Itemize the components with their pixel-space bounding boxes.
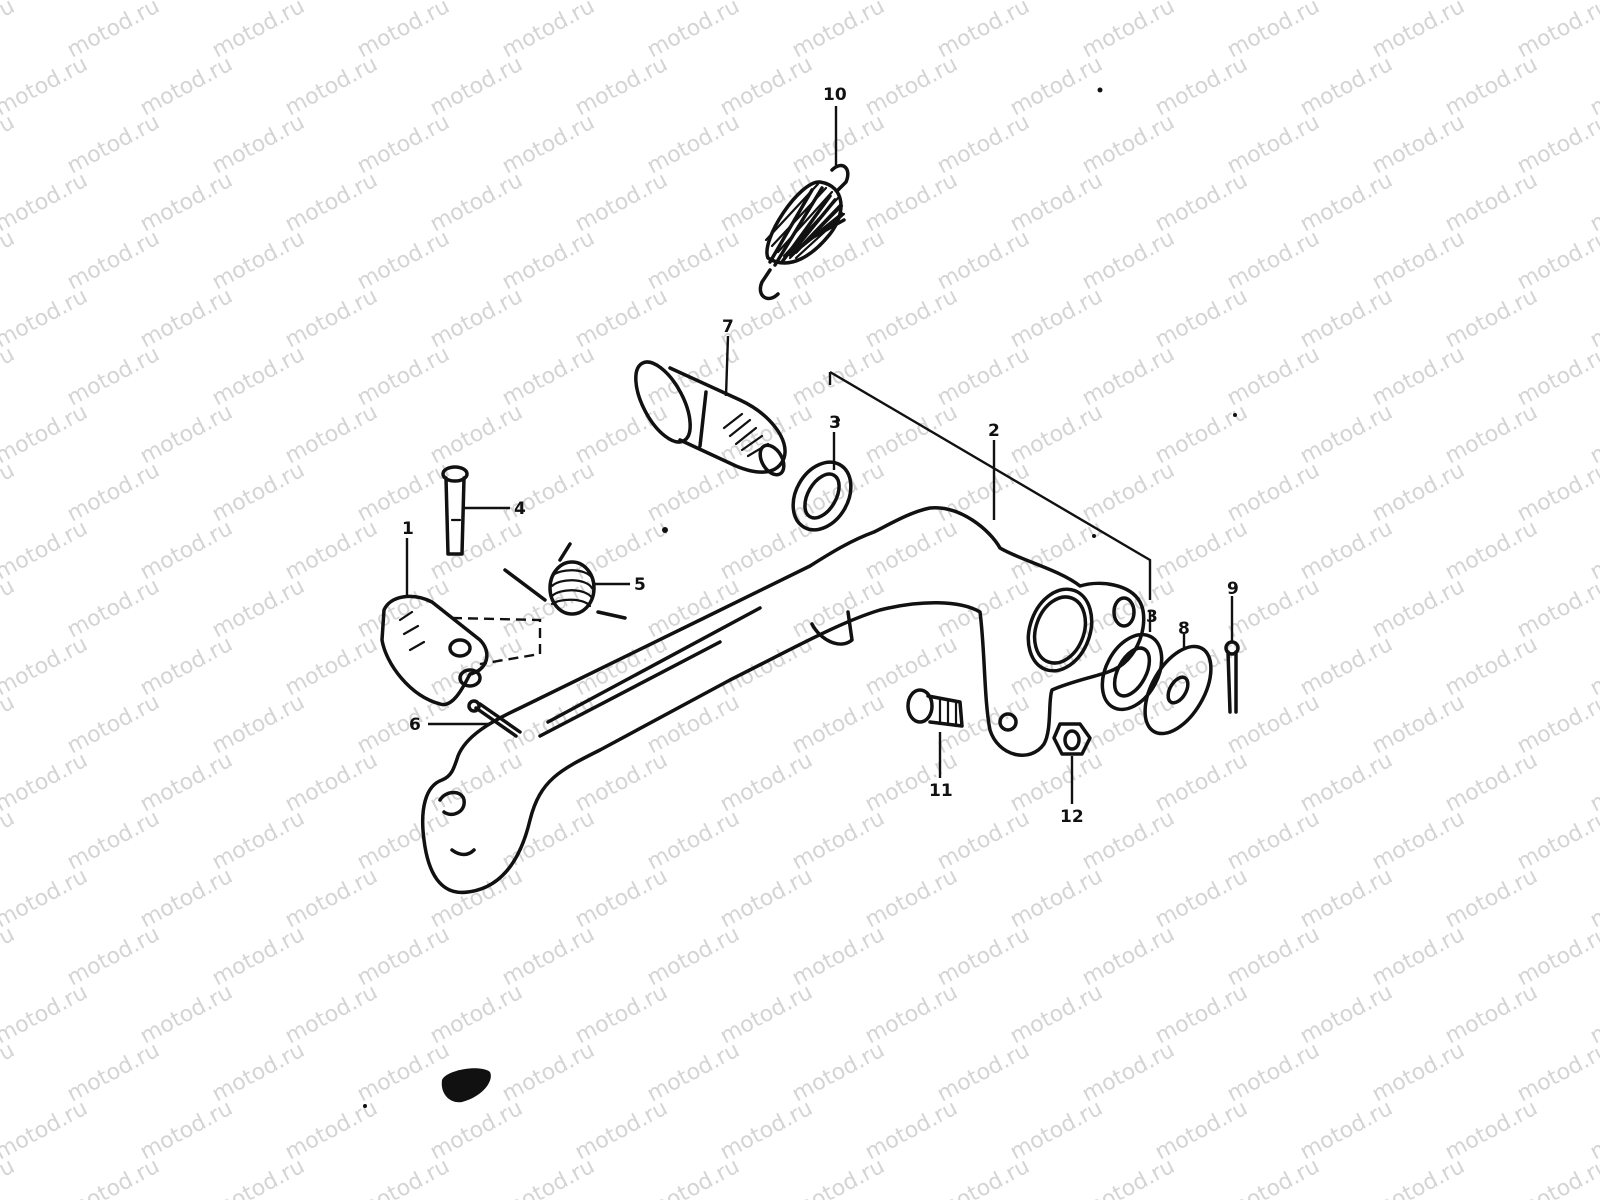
watermark-text: motod.ru [1368, 1154, 1469, 1200]
watermark-text: motod.ru [63, 1154, 164, 1200]
watermark-text: motod.ru [0, 284, 92, 353]
part-8-washer [1143, 644, 1213, 736]
part-2-brake-pedal [420, 506, 1146, 895]
part-5-torsion-spring [503, 542, 627, 620]
watermark-text: motod.ru [1586, 748, 1600, 817]
watermark-text: motod.ru [0, 574, 19, 643]
callout-11: 11 [929, 781, 953, 801]
watermark-text: motod.ru [0, 1038, 19, 1107]
watermark-text: motod.ru [788, 1154, 889, 1200]
watermark-text: motod.ru [1513, 226, 1600, 295]
leader-lines [405, 106, 1234, 804]
watermark-text: motod.ru [1513, 922, 1600, 991]
watermark-text: motod.ru [0, 748, 92, 817]
callout-4: 4 [514, 499, 526, 519]
watermark-text: motod.ru [0, 226, 19, 295]
watermark-text: motod.ru [1513, 1038, 1600, 1107]
watermark-text: motod.ru [1586, 52, 1600, 121]
callout-10: 10 [823, 85, 847, 105]
watermark-text: motod.ru [1513, 690, 1600, 759]
watermark-text: motod.ru [0, 0, 19, 63]
watermark-text: motod.ru [0, 458, 19, 527]
watermark-text: motod.ru [1586, 864, 1600, 933]
watermark-text: motod.ru [1513, 574, 1600, 643]
callout-12: 12 [1060, 807, 1084, 827]
watermark-text: motod.ru [1586, 284, 1600, 353]
part-11-bolt [906, 688, 964, 728]
ink-specks [363, 87, 1237, 1108]
watermark-text: motod.ru [0, 0, 92, 5]
watermark-text: motod.ru [1513, 806, 1600, 875]
watermark-text: motod.ru [0, 806, 19, 875]
watermark-text: motod.ru [643, 1154, 744, 1200]
watermark-text: motod.ru [1513, 110, 1600, 179]
watermark-text: motod.ru [1586, 632, 1600, 701]
watermark-text: motod.ru [0, 864, 92, 933]
watermark-text: motod.ru [0, 52, 92, 121]
watermark-text: motod.ru [1078, 1154, 1179, 1200]
watermark-text: motod.ru [0, 168, 92, 237]
callout-8: 8 [1178, 619, 1190, 639]
callout-3-lower: 3 [1146, 607, 1158, 627]
watermark-text: motod.ru [1513, 458, 1600, 527]
watermark-text: motod.ru [353, 1154, 454, 1200]
watermark-text: motod.ru [0, 1096, 92, 1165]
watermark-text: motod.ru [0, 400, 92, 469]
callout-2: 2 [988, 421, 1000, 441]
part-10-spring [758, 163, 850, 301]
callout-6: 6 [409, 715, 421, 735]
watermark-text: motod.ru [1513, 1154, 1600, 1200]
watermark-text: motod.ru [0, 922, 19, 991]
part-3-oil-seal-upper [791, 460, 853, 532]
assembly-lines [828, 370, 1152, 600]
callout-9: 9 [1227, 579, 1239, 599]
watermark-text: motod.ru [933, 1154, 1034, 1200]
part-9-cotter-pin [1224, 640, 1240, 714]
watermark-text: motod.ru [1586, 168, 1600, 237]
watermark-text: motod.ru [0, 690, 19, 759]
watermark-text: motod.ru [0, 110, 19, 179]
watermark-text: motod.ru [0, 632, 92, 701]
part-4-clevis-pin [441, 465, 469, 556]
part-12-nut [1052, 722, 1092, 756]
watermark-text: motod.ru [1223, 1154, 1324, 1200]
callout-7: 7 [722, 317, 734, 337]
watermark-text: motod.ru [498, 1154, 599, 1200]
callout-1: 1 [402, 519, 414, 539]
watermark-text: motod.ru [0, 516, 92, 585]
watermark-text: motod.ru [0, 980, 92, 1049]
callout-3-upper: 3 [829, 413, 841, 433]
watermark-text: motod.ru [0, 342, 19, 411]
part-3-oil-seal-lower [1100, 632, 1164, 712]
callout-labels: 10 7 3 2 4 1 5 6 3 8 9 11 12 [402, 85, 1239, 827]
watermark-text: motod.ru [208, 1154, 309, 1200]
watermark-text: motod.ru [1586, 980, 1600, 1049]
part-1-rod-joint [380, 594, 489, 707]
watermark-text: motod.ru [1513, 342, 1600, 411]
watermark-text: motod.ru [1586, 400, 1600, 469]
part-6-cotter-pin [467, 699, 522, 738]
watermark-text: motod.ru [1586, 516, 1600, 585]
watermark-text: motod.ru [1586, 1096, 1600, 1165]
part-7-pivot-bolt [634, 360, 787, 477]
watermark-text: motod.ru [0, 1154, 19, 1200]
callout-5: 5 [634, 575, 646, 595]
